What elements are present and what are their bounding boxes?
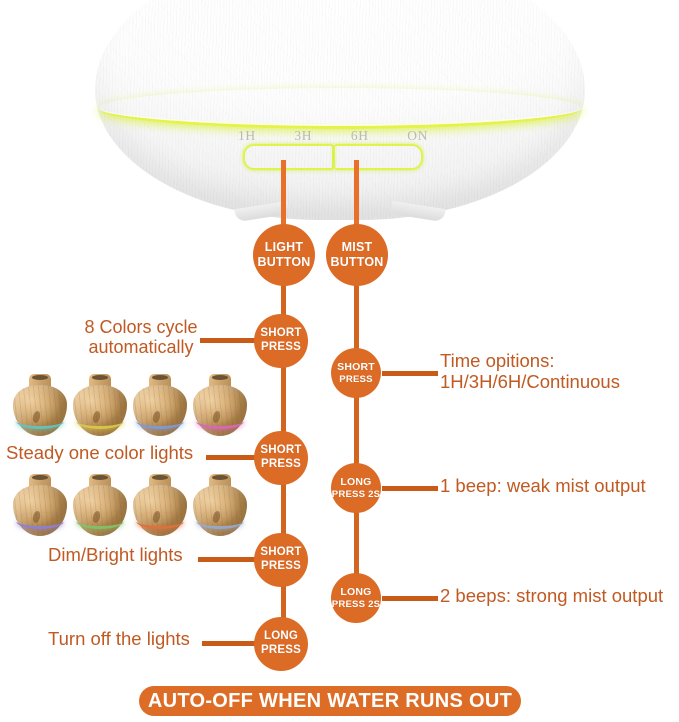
diffuser-thumbnail xyxy=(192,374,248,436)
light-step-4-line2: PRESS xyxy=(261,644,301,656)
lead-line-light xyxy=(281,160,286,232)
light-step-1-node[interactable]: SHORT PRESS xyxy=(254,314,308,368)
mist-step-3-line1: LONG xyxy=(340,586,372,599)
connector-light-step-4 xyxy=(202,641,258,646)
thumbnail-row-steady-color xyxy=(12,474,248,536)
thumbnail-row-color-cycle xyxy=(12,374,248,436)
diffuser-thumbnail xyxy=(12,474,68,536)
mist-step-1-line1: SHORT xyxy=(337,361,375,374)
diffuser-thumbnail xyxy=(132,474,188,536)
light-button-node-line2: BUTTON xyxy=(257,255,311,269)
diffuser-thumbnail xyxy=(72,374,128,436)
light-step-4-node[interactable]: LONG PRESS xyxy=(254,617,308,671)
light-button-node-line1: LIGHT xyxy=(264,240,304,255)
diffuser-thumbnail xyxy=(192,474,248,536)
light-step-1-caption: 8 Colors cycle automatically xyxy=(84,317,198,358)
mist-step-2-caption: 1 beep: weak mist output xyxy=(440,475,646,496)
light-step-3-line2: PRESS xyxy=(261,560,301,572)
light-step-4-line1: LONG xyxy=(263,630,299,643)
connector-light-step-1 xyxy=(200,338,258,343)
mist-button-node-line2: BUTTON xyxy=(330,255,384,269)
mist-step-3-node[interactable]: LONG PRESS 2S xyxy=(331,573,381,623)
mist-flow-stem xyxy=(354,262,359,612)
lead-line-mist xyxy=(354,160,359,232)
diffuser-illustration: 1H 3H 6H ON xyxy=(95,0,585,230)
light-step-2-caption: Steady one color lights xyxy=(6,442,194,463)
light-step-2-line2: PRESS xyxy=(261,458,301,470)
light-step-2-node[interactable]: SHORT PRESS xyxy=(254,431,308,485)
diffuser-thumbnail xyxy=(12,374,68,436)
mist-step-2-line1: LONG xyxy=(340,476,372,489)
mist-step-1-line2: PRESS xyxy=(339,373,373,385)
device-button-outlines xyxy=(243,144,423,170)
timer-label-row: 1H 3H 6H ON xyxy=(238,128,428,144)
light-step-3-caption: Dim/Bright lights xyxy=(48,544,183,565)
mist-step-2-line2: PRESS 2S xyxy=(331,488,381,500)
mist-button-node[interactable]: MIST BUTTON xyxy=(326,224,388,286)
timer-label-1h: 1H xyxy=(238,128,256,143)
timer-label-6h: 6H xyxy=(350,128,369,143)
connector-light-step-3 xyxy=(198,557,258,562)
mist-step-2-node[interactable]: LONG PRESS 2S xyxy=(331,463,381,513)
light-step-4-caption: Turn off the lights xyxy=(48,628,190,649)
connector-mist-step-3 xyxy=(382,596,438,601)
timer-label-3h: 3H xyxy=(294,128,313,143)
light-button-node[interactable]: LIGHT BUTTON xyxy=(253,224,315,286)
connector-mist-step-2 xyxy=(382,486,438,491)
led-glow-ring xyxy=(98,88,582,129)
timer-label-on: ON xyxy=(407,128,428,143)
light-step-3-line1: SHORT xyxy=(260,546,302,559)
mist-step-1-caption: Time opitions: 1H/3H/6H/Continuous xyxy=(440,350,620,392)
light-step-1-line1: SHORT xyxy=(260,327,302,340)
device-mist-button[interactable] xyxy=(333,144,423,170)
light-step-2-line1: SHORT xyxy=(260,444,302,457)
mist-button-node-line1: MIST xyxy=(341,240,373,255)
mist-step-3-caption: 2 beeps: strong mist output xyxy=(440,585,664,606)
device-light-button[interactable] xyxy=(243,144,334,170)
connector-mist-step-1 xyxy=(382,371,438,376)
mist-step-3-line2: PRESS 2S xyxy=(331,598,381,610)
auto-off-banner: AUTO-OFF WHEN WATER RUNS OUT xyxy=(139,686,521,716)
light-step-1-line2: PRESS xyxy=(261,341,301,353)
connector-light-step-2 xyxy=(206,455,258,460)
light-step-3-node[interactable]: SHORT PRESS xyxy=(254,533,308,587)
diffuser-thumbnail xyxy=(132,374,188,436)
diffuser-thumbnail xyxy=(72,474,128,536)
mist-step-1-node[interactable]: SHORT PRESS xyxy=(331,348,381,398)
